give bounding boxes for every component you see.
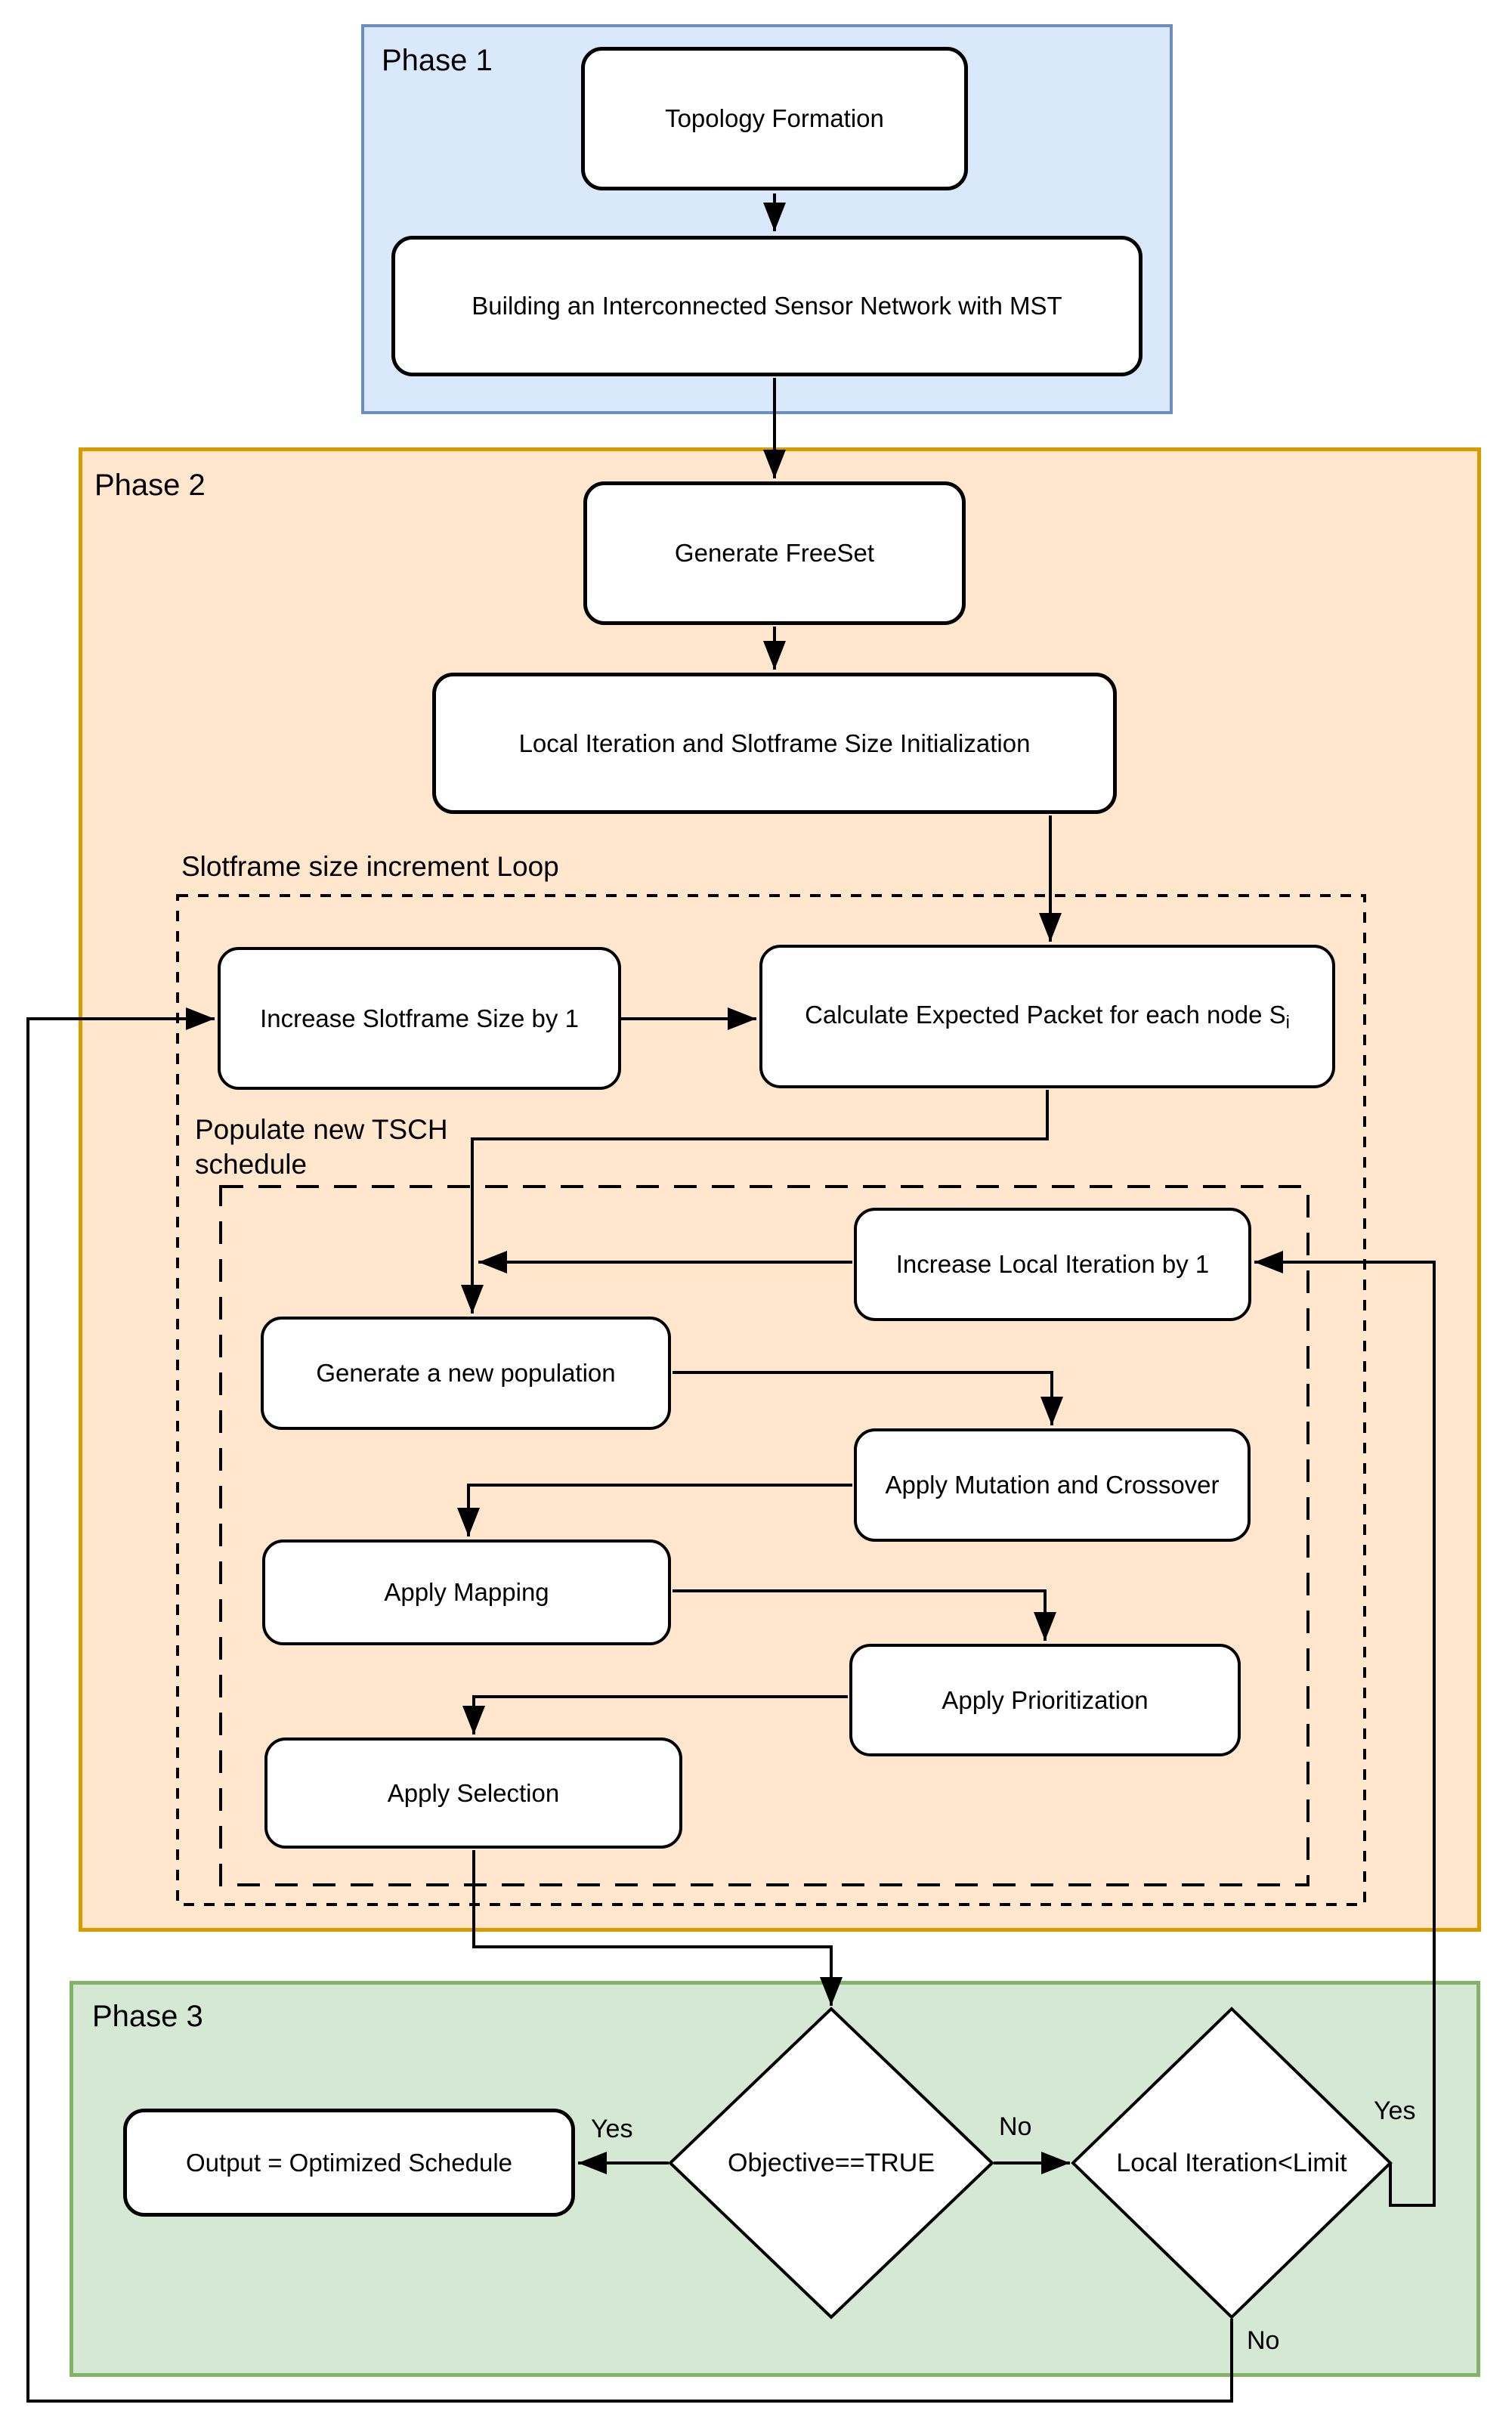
node-label-subscript: i [1285, 1012, 1290, 1033]
node-apply-mapping: Apply Mapping [262, 1539, 671, 1645]
node-label: Increase Local Iteration by 1 [895, 1250, 1210, 1279]
label-limit-yes: Yes [1374, 2096, 1416, 2125]
node-topology-formation: Topology Formation [581, 47, 968, 190]
node-increase-local-iteration: Increase Local Iteration by 1 [854, 1208, 1251, 1321]
phase3-label: Phase 3 [92, 2000, 203, 2033]
node-label: Apply Mutation and Crossover [885, 1471, 1220, 1499]
phase2-label: Phase 2 [94, 469, 206, 502]
node-label: Apply Selection [387, 1778, 560, 1807]
label-objective-no: No [999, 2112, 1032, 2141]
node-output-schedule: Output = Optimized Schedule [123, 2109, 575, 2217]
slotframe-loop-label: Slotframe size increment Loop [181, 851, 559, 882]
node-increase-slotframe-size: Increase Slotframe Size by 1 [218, 947, 621, 1090]
node-building-mst: Building an Interconnected Sensor Networ… [391, 236, 1143, 376]
decision-limit-label: Local Iteration<Limit [1116, 2148, 1347, 2177]
node-label: Increase Slotframe Size by 1 [260, 1004, 579, 1032]
node-label: Apply Prioritization [942, 1685, 1149, 1714]
node-label: Generate a new population [316, 1359, 616, 1388]
node-label: Building an Interconnected Sensor Networ… [472, 292, 1062, 320]
label-limit-no: No [1247, 2326, 1280, 2355]
tsch-schedule-label: Populate new TSCH schedule [195, 1114, 448, 1181]
node-apply-prioritization: Apply Prioritization [849, 1644, 1241, 1756]
node-label: Output = Optimized Schedule [186, 2148, 512, 2177]
phase2-container [79, 447, 1481, 1932]
node-label: Generate FreeSet [674, 539, 875, 568]
node-generate-population: Generate a new population [261, 1317, 671, 1430]
node-apply-mutation-crossover: Apply Mutation and Crossover [854, 1428, 1251, 1542]
node-label: Local Iteration and Slotframe Size Initi… [518, 729, 1031, 757]
node-generate-freeset: Generate FreeSet [583, 481, 966, 625]
node-label: Apply Mapping [384, 1578, 549, 1607]
node-apply-selection: Apply Selection [264, 1737, 682, 1849]
node-calculate-expected-packet: Calculate Expected Packet for each node … [759, 945, 1335, 1088]
label-objective-yes: Yes [591, 2115, 633, 2143]
node-label: Topology Formation [665, 104, 884, 133]
decision-objective-label: Objective==TRUE [728, 2148, 935, 2177]
node-local-iteration-init: Local Iteration and Slotframe Size Initi… [432, 673, 1117, 814]
node-label: Calculate Expected Packet for each node … [805, 999, 1290, 1034]
node-label-main: Calculate Expected Packet for each node … [805, 1000, 1286, 1029]
phase1-label: Phase 1 [382, 44, 493, 77]
